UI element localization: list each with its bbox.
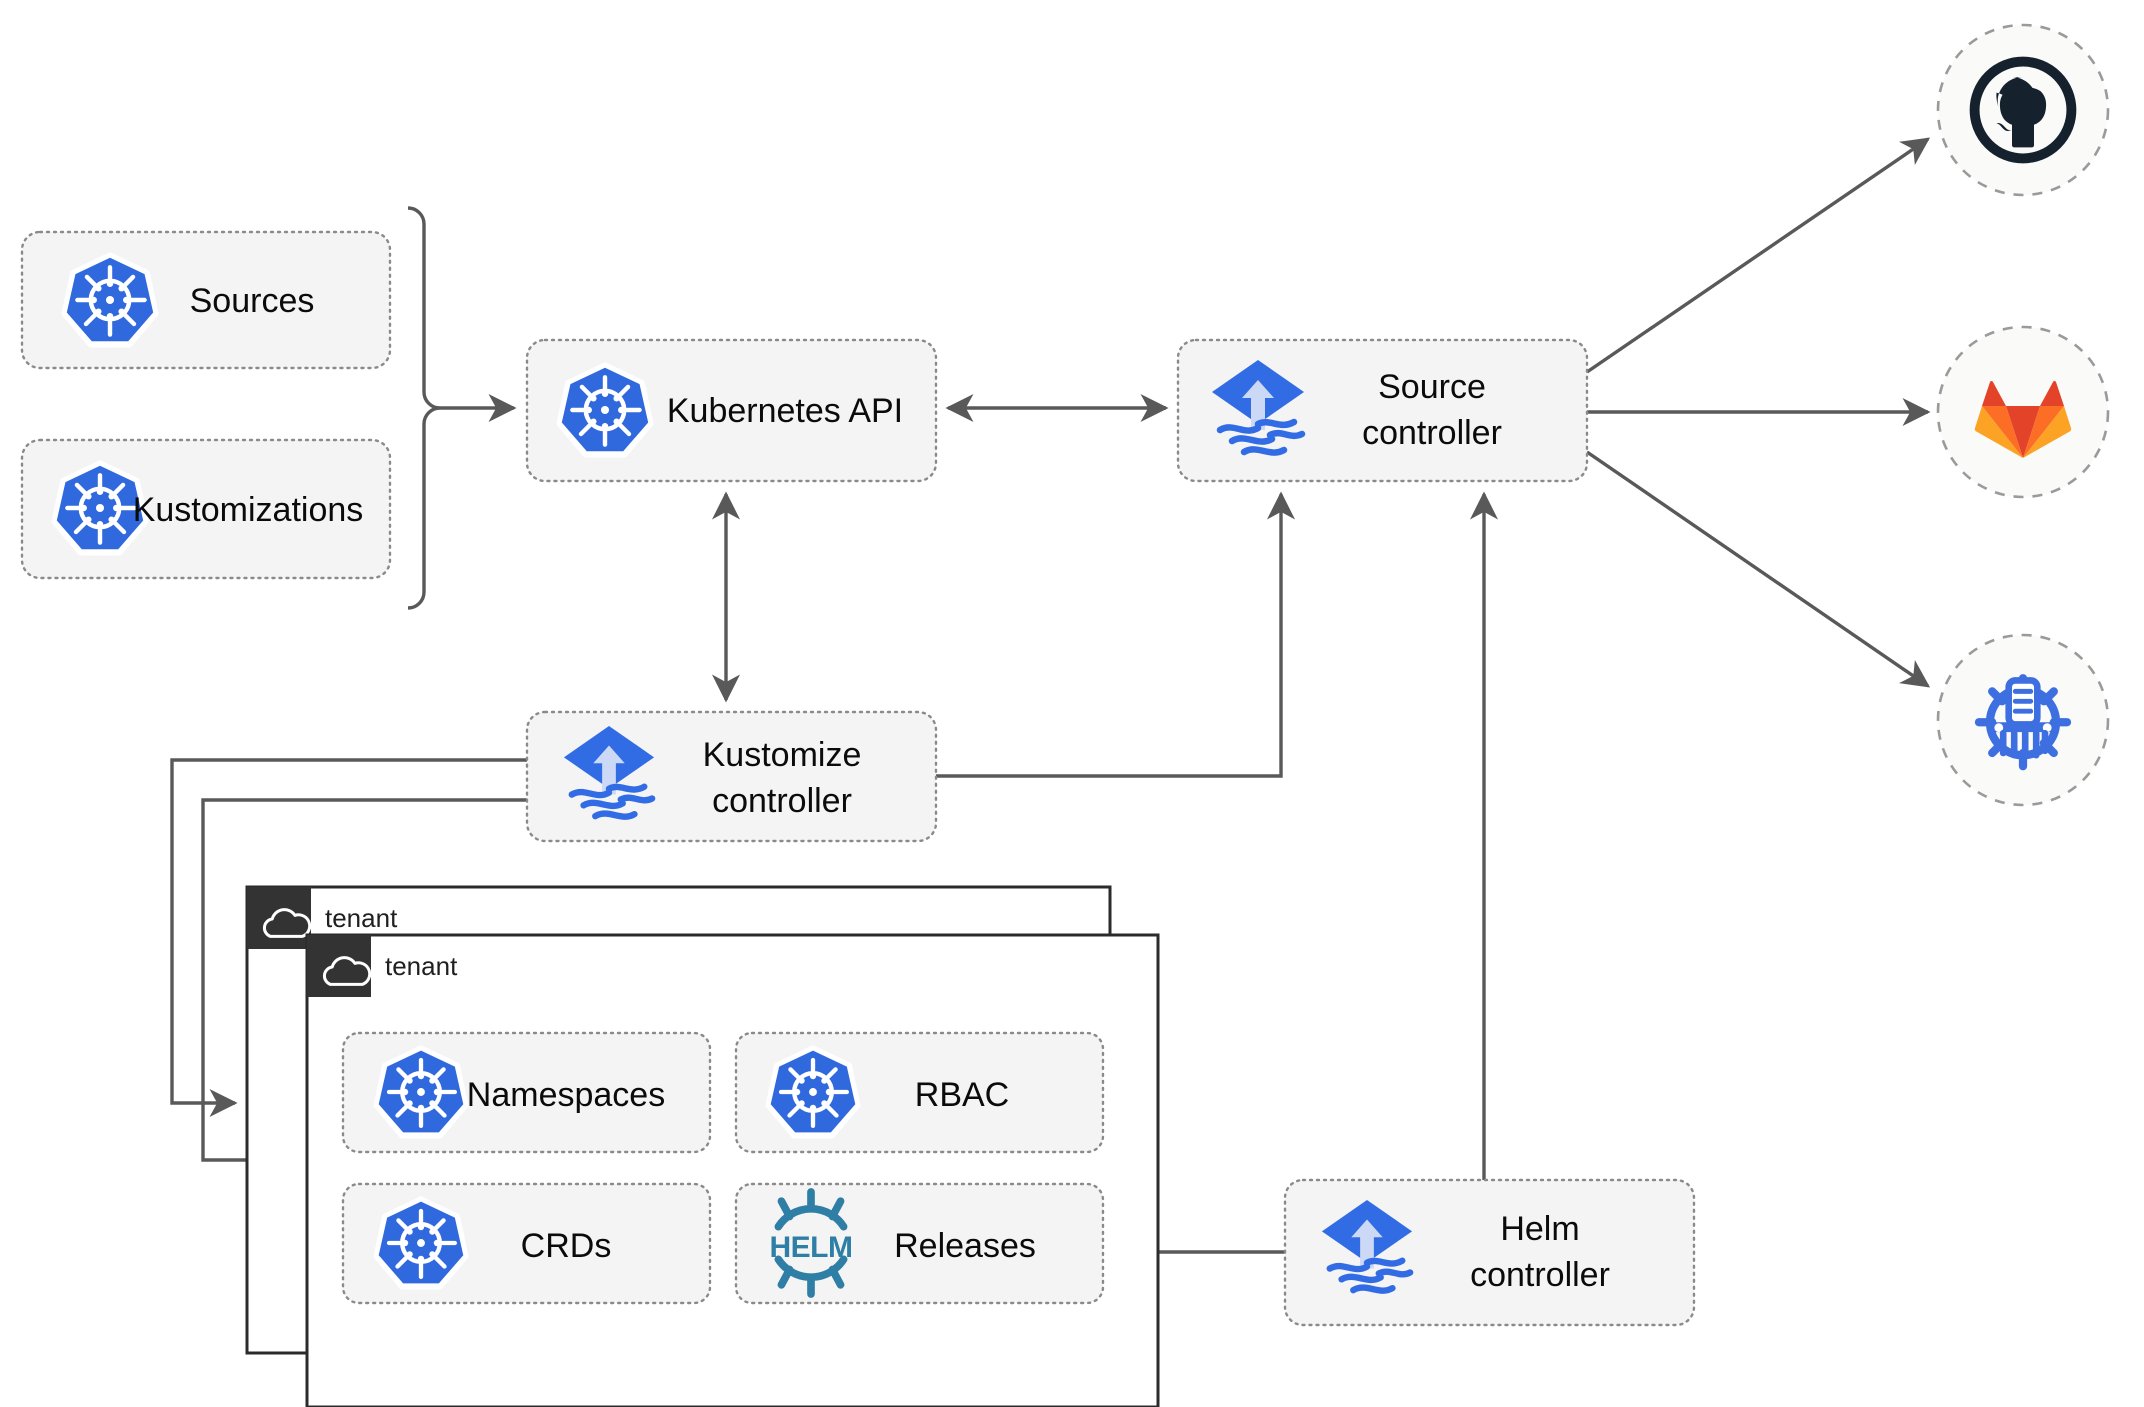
namespaces-label: Namespaces bbox=[467, 1076, 665, 1114]
helm-icon-wordmark: HELM bbox=[770, 1231, 853, 1264]
kubernetes-icon bbox=[560, 366, 650, 454]
tenant-resource-crds[interactable]: CRDs bbox=[341, 1182, 712, 1305]
kustomize-controller-label-line2: controller bbox=[712, 782, 852, 820]
connector-kustomizecontroller-sourcecontroller bbox=[936, 491, 1296, 778]
tenant-inner-label: tenant bbox=[385, 951, 458, 981]
tenant-inner-badge bbox=[307, 935, 371, 997]
provider-bucket[interactable] bbox=[1936, 633, 2110, 807]
kubernetes-icon bbox=[55, 464, 145, 552]
tenant-inner-frame bbox=[305, 933, 1160, 1407]
helm-controller-label-line2: controller bbox=[1470, 1256, 1610, 1294]
sources-group-bracket bbox=[407, 206, 441, 610]
node-helm-controller[interactable]: Helm controller bbox=[1283, 1178, 1696, 1327]
tenant-outer-badge bbox=[247, 887, 311, 949]
node-kubernetes-api[interactable]: Kubernetes API bbox=[525, 338, 938, 483]
resource-card-kustomizations[interactable]: Kustomizations bbox=[20, 438, 392, 580]
tenant-inner[interactable]: tenant Namespaces RBAC CRDs bbox=[305, 933, 1160, 1407]
releases-label: Releases bbox=[894, 1227, 1036, 1265]
provider-gitlab[interactable] bbox=[1936, 325, 2110, 499]
kubernetes-icon bbox=[377, 1200, 465, 1286]
provider-github[interactable] bbox=[1936, 23, 2110, 197]
kustomize-controller-label-line1: Kustomize bbox=[703, 736, 862, 774]
helm-controller-frame bbox=[1283, 1178, 1696, 1327]
node-source-controller[interactable]: Source controller bbox=[1176, 338, 1589, 483]
tenant-resource-rbac[interactable]: RBAC bbox=[734, 1031, 1105, 1154]
kubernetes-icon bbox=[65, 256, 155, 344]
source-controller-frame bbox=[1176, 338, 1589, 483]
connector-sourcecontroller-bucket bbox=[1586, 450, 1931, 688]
kustomize-controller-frame bbox=[525, 710, 938, 843]
kubernetes-icon bbox=[377, 1049, 465, 1135]
resources-group: Sources Kustomizations bbox=[20, 230, 392, 580]
tenant-resource-namespaces[interactable]: Namespaces bbox=[341, 1031, 712, 1154]
crds-label: CRDs bbox=[521, 1227, 612, 1265]
resource-card-sources[interactable]: Sources bbox=[20, 230, 392, 370]
node-kustomize-controller[interactable]: Kustomize controller bbox=[525, 710, 938, 843]
kustomizations-label: Kustomizations bbox=[133, 491, 364, 529]
tenant-outer-label: tenant bbox=[325, 903, 398, 933]
kubernetes-api-label: Kubernetes API bbox=[667, 392, 903, 430]
source-controller-label-line2: controller bbox=[1362, 414, 1502, 452]
source-controller-label-line1: Source bbox=[1378, 368, 1486, 406]
kubernetes-icon bbox=[769, 1049, 857, 1135]
providers-group bbox=[1936, 23, 2110, 807]
bucket-icon bbox=[1979, 678, 2067, 766]
sources-label: Sources bbox=[190, 282, 315, 320]
connector-sourcecontroller-github bbox=[1586, 137, 1931, 374]
tenant-resource-releases[interactable]: HELM Releases bbox=[734, 1182, 1105, 1305]
helm-controller-label-line1: Helm bbox=[1500, 1210, 1579, 1248]
rbac-label: RBAC bbox=[915, 1076, 1009, 1114]
